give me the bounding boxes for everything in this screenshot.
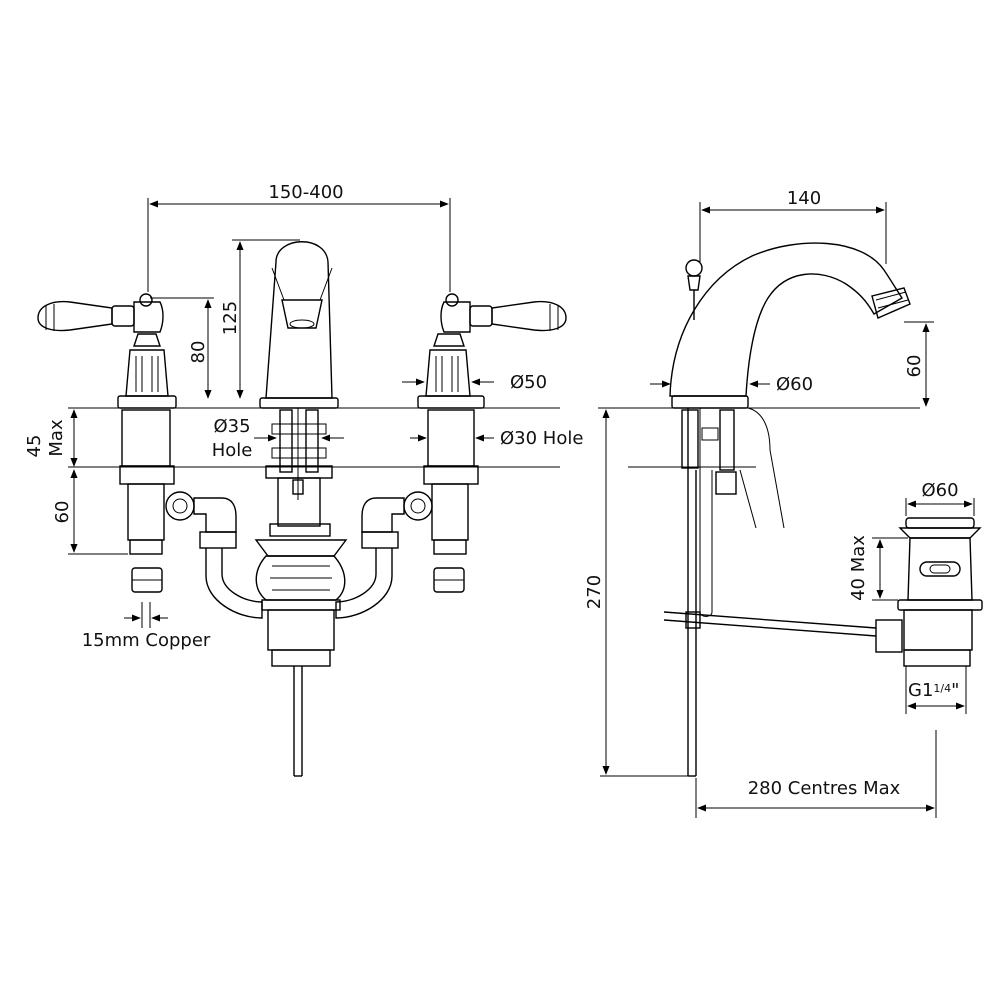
dim-spout-rise: 60 xyxy=(904,355,925,378)
left-tap xyxy=(37,293,177,593)
front-view: 150-400 125 80 45 Max 60 Ø35 Hole Ø50 Ø3… xyxy=(24,182,583,777)
dim-base-dia: Ø60 xyxy=(776,374,813,395)
side-dimensions xyxy=(600,202,975,818)
dim-spout-height: 125 xyxy=(220,301,241,335)
dim-thread: G11/4" xyxy=(908,680,959,701)
dim-below-deck: 270 xyxy=(584,575,605,609)
dim-handle-height: 80 xyxy=(188,341,209,364)
dim-tail-length: 60 xyxy=(52,501,73,524)
side-spout xyxy=(663,242,911,777)
right-tap xyxy=(417,293,567,593)
dim-centres: 280 Centres Max xyxy=(748,778,901,799)
dim-waste-dia: Ø60 xyxy=(921,480,958,501)
side-waste xyxy=(875,517,983,667)
side-view: 140 60 Ø60 Ø60 40 Max 270 280 Centres Ma… xyxy=(584,188,983,818)
dim-spout-hole-dia: Ø35 xyxy=(213,416,250,437)
right-feed-pipe xyxy=(335,491,433,619)
dim-width-range: 150-400 xyxy=(268,182,343,203)
left-feed-pipe xyxy=(165,491,263,619)
front-dimensions xyxy=(68,198,494,628)
dim-spout-hole-label: Hole xyxy=(212,440,253,461)
dim-deck-max-label: Max xyxy=(46,419,67,457)
centre-spout xyxy=(254,241,348,777)
dim-body-dia: Ø50 xyxy=(510,372,547,393)
dim-waste-max: 40 Max xyxy=(848,535,869,601)
dim-tap-hole: Ø30 Hole xyxy=(500,428,583,449)
dim-reach: 140 xyxy=(787,188,821,209)
dim-deck-max-value: 45 xyxy=(24,435,45,458)
dim-copper-pipe: 15mm Copper xyxy=(82,630,211,651)
